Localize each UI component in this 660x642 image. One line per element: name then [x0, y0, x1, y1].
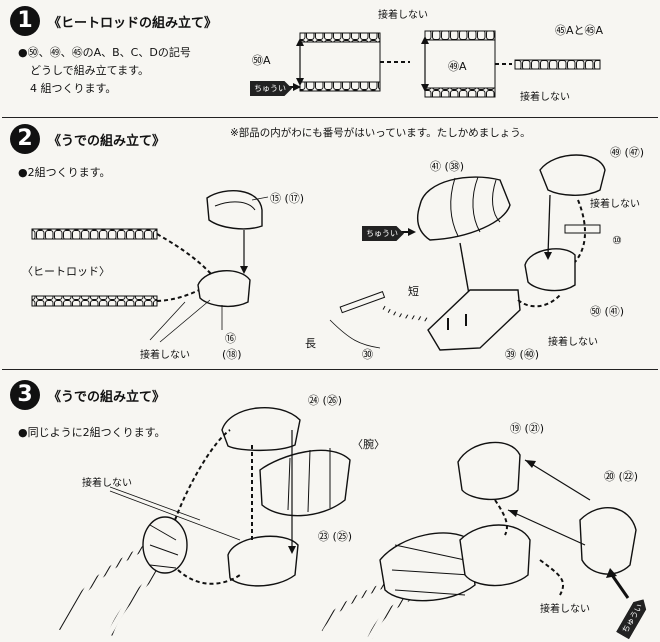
label-heat-rod: 〈ヒートロッド〉 — [22, 265, 110, 278]
step3-instruction: ●同じように2組つくります。 — [18, 426, 166, 439]
label-no-glue-step2-right-top: 接着しない — [590, 199, 640, 210]
arm-forearm-right — [379, 532, 476, 602]
part-39-tray — [427, 289, 521, 351]
label-49-52: ㊾ (㊼) — [610, 146, 645, 159]
rod-chain-53-bottom — [299, 81, 381, 92]
label-no-glue-step2-right-bottom: 接着しない — [548, 337, 598, 348]
step2-instruction: ●2組つくります。 — [18, 166, 111, 179]
step3-title: 《うでの組み立て》 — [48, 390, 166, 405]
part-10-joint — [564, 224, 601, 234]
label-55a: ㊺Aと㊺A — [555, 24, 604, 37]
step3-section — [2, 369, 658, 641]
step2-section — [2, 117, 658, 369]
step1-instruction-line2: どうしで組み立てます。 — [30, 64, 150, 77]
part-23-shell — [227, 535, 299, 587]
rod-chain-53-top — [299, 32, 381, 43]
step3-right-diagram — [317, 441, 637, 640]
part-15-shell — [206, 190, 263, 230]
label-15-17: ⑮ (⑰) — [270, 192, 305, 205]
label-50-51: ㊿ (㊶) — [590, 305, 625, 318]
part-20-shell — [579, 506, 637, 575]
part-19-shell — [457, 441, 521, 501]
step1-badge: 1 — [10, 6, 40, 36]
step2-right-diagram — [329, 154, 606, 351]
cable-left-a — [57, 542, 152, 631]
cable-right-a — [317, 582, 386, 632]
label-18: (⑱) — [222, 348, 242, 361]
rod-chain-54-bottom — [424, 87, 496, 98]
label-23-25: ㉓ (㉕) — [318, 530, 353, 543]
rod-chain-54-top — [424, 30, 496, 41]
cable-right-b — [367, 595, 412, 640]
label-54a: ㊾A — [448, 60, 467, 73]
part-50-base — [524, 248, 576, 292]
label-no-glue-step1-bottom: 接着しない — [520, 92, 570, 103]
part-24-shell — [221, 407, 301, 452]
caution-tag-step2: ちゅうい — [362, 226, 404, 241]
heat-rod-lower — [31, 295, 158, 307]
step1-instruction-line3: 4 組つくります。 — [30, 82, 117, 95]
arm-sleeve — [259, 449, 351, 517]
step3-left-diagram — [57, 407, 351, 636]
step2-note: ※部品の内がわにも番号がはいっています。たしかめましょう。 — [230, 127, 531, 139]
label-30: ㉚ — [362, 348, 373, 361]
label-arm: 〈腕〉 — [352, 438, 385, 451]
label-long: 長 — [305, 337, 316, 350]
label-53a: ㊿A — [252, 54, 271, 67]
arm-cuff-left — [142, 516, 188, 574]
part-16-base — [197, 270, 251, 308]
step1-heat-rod-diagram — [250, 30, 601, 98]
label-19-21: ⑲ (㉑) — [510, 422, 545, 435]
arm-elbow-right — [459, 524, 531, 587]
step2-badge: 2 — [10, 124, 40, 154]
caution-tag-step1: ちゅうい — [250, 81, 292, 96]
label-no-glue-step3-left: 接着しない — [82, 478, 132, 489]
label-no-glue-step2-left: 接着しない — [140, 350, 190, 361]
label-short: 短 — [408, 285, 419, 298]
label-20-22: ⑳ (㉒) — [604, 470, 639, 483]
step1-instruction-line1: ●㊿、㊾、㊺のA、B、C、Dの記号 — [18, 46, 191, 59]
label-41-38: ㊶ (㊳) — [430, 160, 465, 173]
part-30-rod — [339, 290, 386, 314]
label-no-glue-step1-top: 接着しない — [378, 10, 428, 21]
step1-title: 《ヒートロッドの組み立て》 — [48, 16, 218, 31]
step2-left-diagram — [31, 190, 269, 343]
label-39-40: ㊴ (㊵) — [505, 348, 540, 361]
label-24-26: ㉔ (㉖) — [308, 394, 343, 407]
part-41-shell — [417, 176, 511, 241]
heat-rod-upper — [31, 228, 158, 240]
rod-chain-55 — [514, 59, 601, 70]
label-10: ⑩ — [612, 234, 622, 247]
step3-badge: 3 — [10, 380, 40, 410]
part-49-cap — [539, 154, 606, 196]
step2-title: 《うでの組み立て》 — [48, 134, 166, 149]
label-16: ⑯ — [225, 332, 236, 345]
label-no-glue-step3-right: 接着しない — [540, 604, 590, 615]
